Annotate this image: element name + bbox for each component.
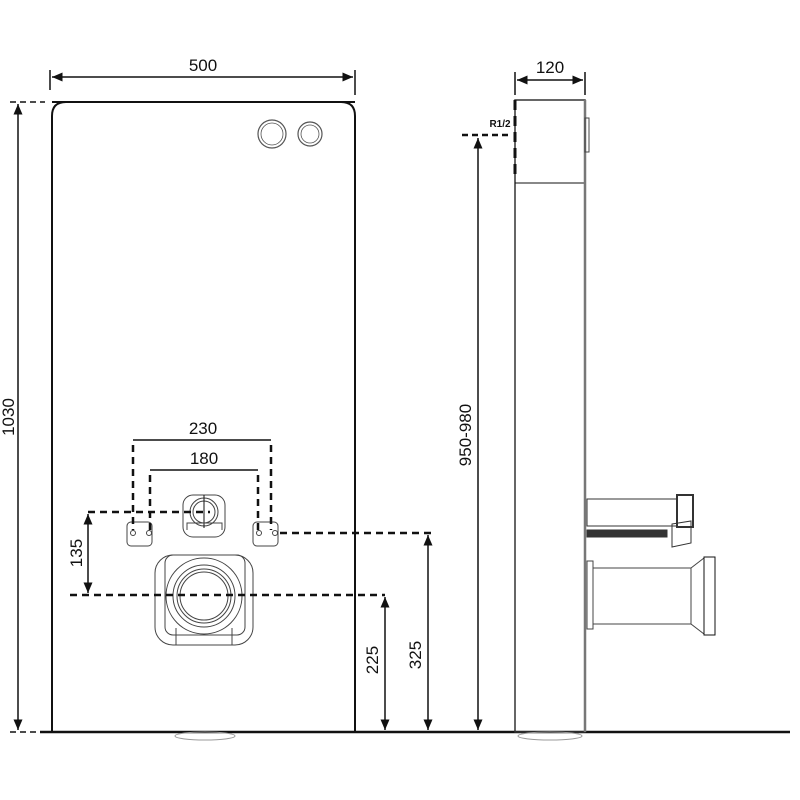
side-foot	[517, 731, 583, 741]
dim-height: 1030	[0, 398, 18, 436]
dim-inlet-height: 950-980	[456, 404, 475, 466]
side-panel	[514, 99, 586, 733]
dim-fixing-inner: 180	[190, 449, 218, 468]
dim-outlet-height: 225	[363, 646, 382, 674]
front-foot	[174, 731, 236, 741]
dim-width: 500	[189, 56, 217, 75]
drain-outlet-icon	[154, 554, 254, 646]
fixing-brackets-icon	[126, 521, 279, 547]
water-inlet-icon	[182, 494, 226, 538]
inlet-pipe-icon	[586, 494, 694, 548]
inlet-thread-label: R1/2	[489, 119, 511, 130]
dim-fixing-height: 325	[406, 641, 425, 669]
flush-buttons-icon	[257, 119, 323, 149]
front-panel	[51, 101, 356, 732]
side-view	[514, 99, 716, 741]
dim-fixing-outer: 230	[189, 419, 217, 438]
outlet-pipe-icon	[586, 556, 716, 636]
front-view	[51, 101, 356, 741]
dim-depth: 120	[536, 58, 564, 77]
dim-fixing-spacing: 135	[67, 539, 86, 567]
